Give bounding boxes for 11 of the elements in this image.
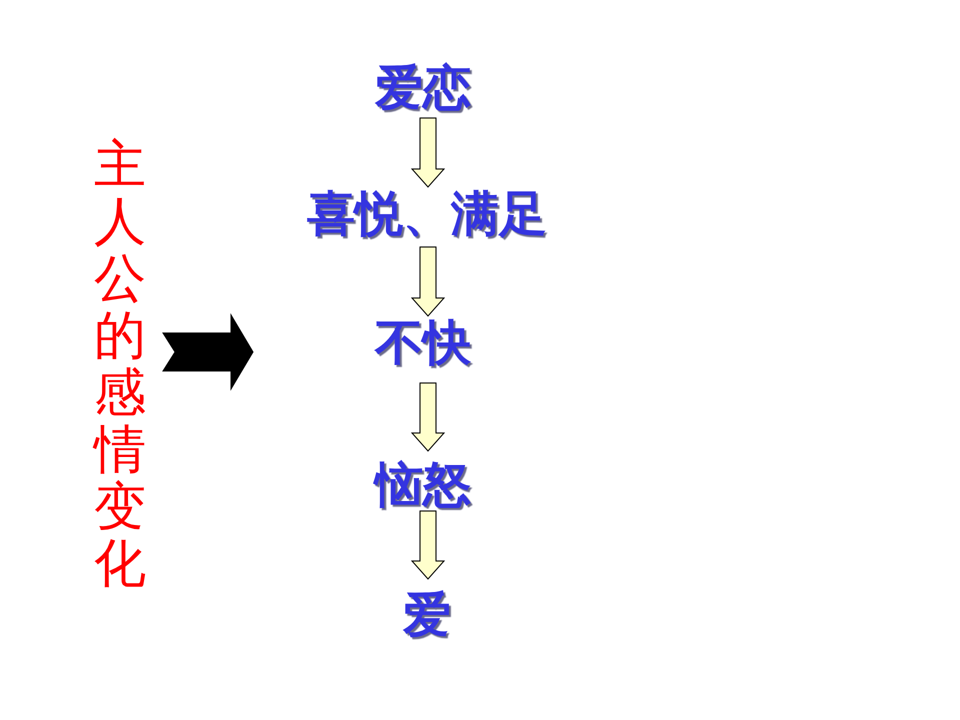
stage-label: 爱恋 bbox=[375, 63, 471, 113]
block-arrow bbox=[162, 313, 254, 391]
stage-label: 喜悦、满足 bbox=[307, 189, 547, 239]
vertical-heading: 主人公的感情变化 bbox=[94, 137, 146, 593]
block-arrow bbox=[410, 510, 446, 580]
stage-label: 恼怒 bbox=[375, 460, 471, 510]
block-arrow bbox=[410, 382, 446, 452]
stage-label: 爱 bbox=[403, 590, 451, 640]
stage-label: 不快 bbox=[375, 318, 471, 368]
block-arrow bbox=[410, 246, 446, 317]
block-arrow bbox=[410, 118, 446, 188]
